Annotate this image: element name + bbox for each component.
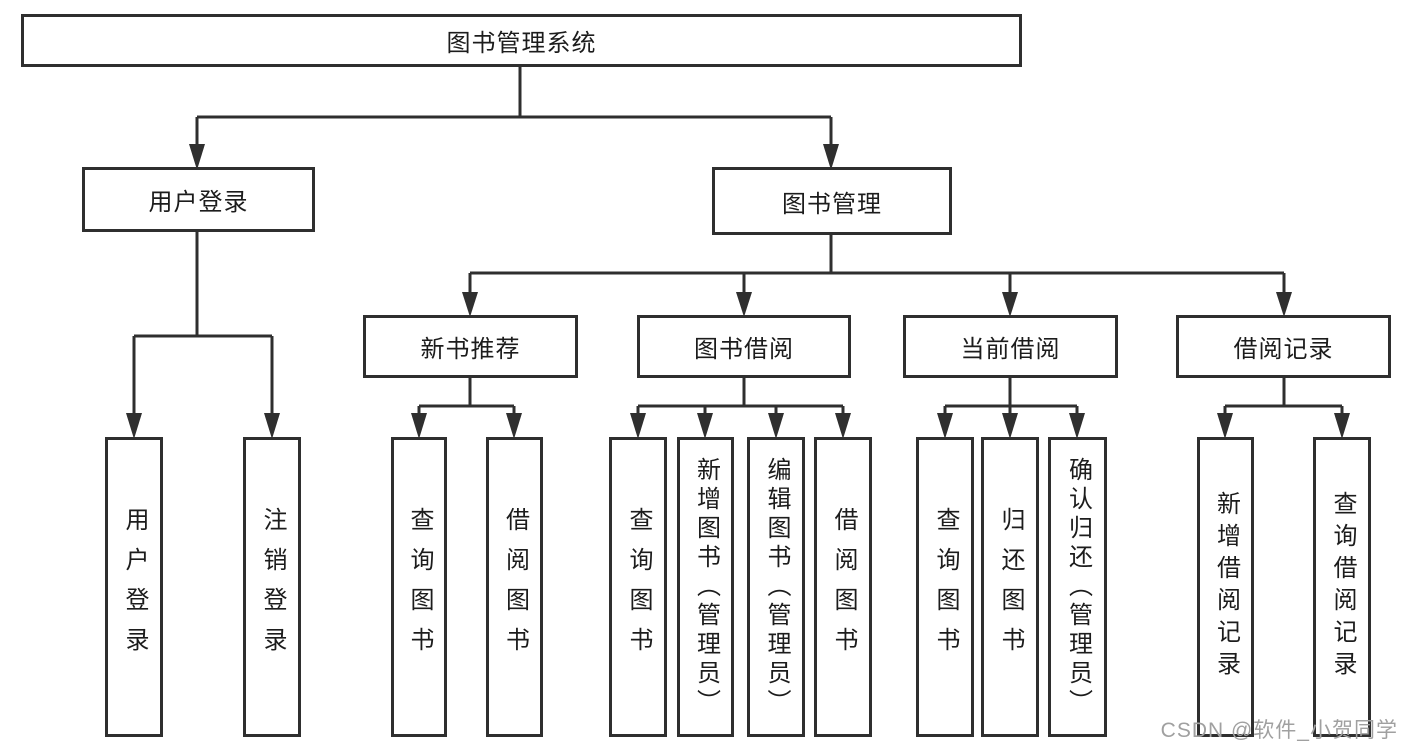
node-return-book: 归还图书	[981, 437, 1039, 737]
arrowhead	[937, 413, 953, 439]
arrowhead	[1002, 292, 1018, 317]
node-edit-book-admin: 编辑图书（管理员）	[747, 437, 805, 737]
node-label: 图书管理	[782, 190, 882, 218]
node-query-borrow-record: 查询借阅记录	[1313, 437, 1371, 737]
node-logout: 注销登录	[243, 437, 301, 737]
arrowhead	[506, 413, 522, 439]
node-borrow-record: 借阅记录	[1176, 315, 1391, 378]
arrowhead	[1217, 413, 1233, 439]
node-label: 用户登录	[148, 189, 249, 216]
watermark: CSDN @软件_小贺同学	[1160, 719, 1398, 742]
arrowhead	[1334, 413, 1350, 439]
arrowhead	[768, 413, 784, 439]
arrowhead	[1069, 413, 1085, 439]
node-current-borrow: 当前借阅	[903, 315, 1118, 378]
node-label: 当前借阅	[960, 336, 1061, 363]
node-label: 图书借阅	[694, 336, 794, 363]
arrowhead	[736, 292, 752, 317]
arrowhead	[462, 292, 478, 317]
arrowhead	[835, 413, 851, 439]
node-book-borrow: 图书借阅	[637, 315, 851, 378]
arrowhead	[126, 413, 142, 439]
node-user-login: 用户登录	[82, 167, 315, 232]
node-label: 确认归还（管理员）	[1064, 456, 1092, 718]
node-borrow-books-leaf: 借阅图书	[814, 437, 872, 737]
node-book-management: 图书管理	[712, 167, 952, 235]
node-query-books-borrow: 查询图书	[609, 437, 667, 737]
node-label: 用户登录	[121, 507, 148, 667]
arrowhead	[1276, 292, 1292, 317]
node-label: 借阅图书	[830, 507, 857, 667]
node-label: 查询图书	[932, 507, 959, 667]
node-label: 新增借阅记录	[1212, 491, 1240, 683]
node-query-books-recommend: 查询图书	[391, 437, 447, 737]
node-borrow-books-recommend: 借阅图书	[486, 437, 543, 737]
node-confirm-return-admin: 确认归还（管理员）	[1048, 437, 1107, 737]
arrowhead	[264, 413, 280, 439]
arrowhead	[1002, 413, 1018, 439]
node-label: 注销登录	[259, 507, 286, 667]
arrowhead	[630, 413, 646, 439]
node-query-books-current: 查询图书	[916, 437, 974, 737]
node-label: 借阅图书	[501, 507, 529, 667]
node-label: 新书推荐	[420, 336, 521, 363]
node-label: 查询图书	[625, 507, 652, 667]
node-add-book-admin: 新增图书（管理员）	[677, 437, 734, 737]
node-label: 新增图书（管理员）	[692, 456, 720, 718]
node-add-borrow-record: 新增借阅记录	[1197, 437, 1254, 737]
node-label: 查询借阅记录	[1329, 491, 1356, 683]
node-label: 借阅记录	[1233, 336, 1334, 363]
node-label: 图书管理系统	[446, 30, 597, 57]
node-new-book-recommend: 新书推荐	[363, 315, 578, 378]
node-user-login-leaf: 用户登录	[105, 437, 163, 737]
node-label: 归还图书	[997, 507, 1024, 667]
arrowhead	[411, 413, 427, 439]
arrowhead	[697, 413, 713, 439]
node-root: 图书管理系统	[21, 14, 1022, 67]
node-label: 编辑图书（管理员）	[763, 456, 790, 718]
node-label: 查询图书	[406, 507, 433, 667]
